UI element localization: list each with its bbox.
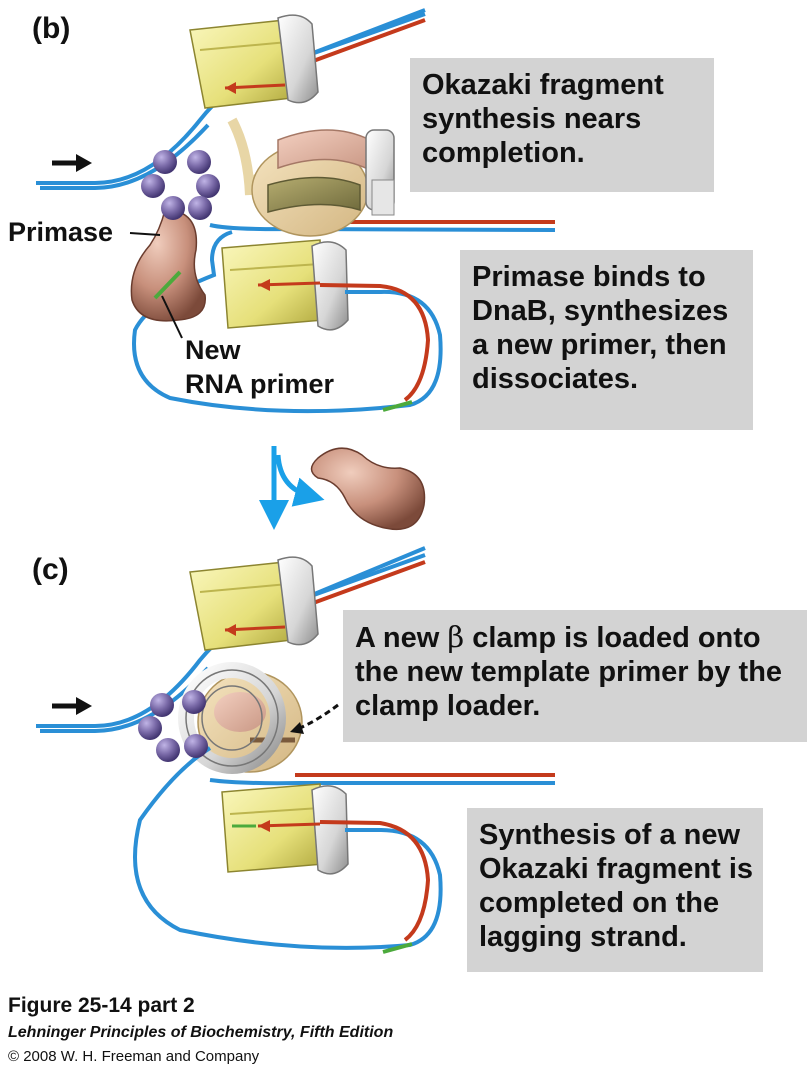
dnab-helicase-c: [138, 690, 208, 762]
primer-label-line1: New: [185, 335, 241, 365]
box-line: synthesis nears: [422, 103, 642, 135]
new-rna-primer: [153, 270, 182, 300]
box-line: Okazaki fragment: [422, 69, 664, 101]
primase-pointer: [129, 232, 161, 236]
panel-c-diagram: [36, 546, 555, 954]
box-line: lagging strand.: [479, 921, 687, 953]
leading-polymerase-c: [189, 556, 319, 651]
primer-pointer: [161, 295, 183, 339]
dissociated-primase: [310, 447, 426, 530]
panel-b-diagram: [36, 8, 556, 414]
copyright: © 2008 W. H. Freeman and Company: [8, 1048, 260, 1065]
box-line: Okazaki fragment is: [479, 853, 753, 885]
book-title: Lehninger Principles of Biochemistry, Fi…: [8, 1024, 394, 1041]
text-box-primase-binds: Primase binds to DnaB, synthesizes a new…: [460, 250, 753, 430]
clamp-loading-arrow: [299, 703, 339, 730]
transition-arrows: [259, 446, 426, 530]
lagging-polymerase-c: [221, 783, 349, 875]
box-text: clamp is loaded onto: [464, 622, 761, 654]
lagging-new-strand: [319, 283, 431, 402]
box-line: DnaB, synthesizes: [472, 295, 729, 327]
clamp-loader: [251, 129, 395, 237]
box-line: dissociates.: [472, 363, 639, 395]
leading-new-strand: [40, 123, 210, 190]
text-box-okazaki-nears: Okazaki fragment synthesis nears complet…: [410, 58, 714, 192]
text-box-synthesis-completed: Synthesis of a new Okazaki fragment is c…: [467, 808, 763, 972]
box-line: the new template primer by the: [355, 656, 783, 688]
box-line: completed on the: [479, 887, 720, 919]
dnab-helicase: [141, 150, 220, 220]
figure-number: Figure 25-14 part 2: [8, 994, 195, 1017]
box-line: Primase binds to: [472, 261, 706, 293]
beta-clamp: [178, 662, 286, 774]
lagging-template-loop: [132, 230, 443, 414]
box-line: clamp loader.: [355, 690, 541, 722]
primase: [130, 209, 206, 322]
box-line: completion.: [422, 137, 585, 169]
box-line: a new primer, then: [472, 329, 727, 361]
panel-c-label: (c): [32, 553, 69, 586]
text-box-beta-clamp: A new β clamp is loaded onto the new tem…: [343, 610, 807, 742]
beta-symbol: β: [447, 620, 465, 654]
box-text: A new: [355, 622, 448, 654]
lagging-polymerase: [221, 239, 349, 331]
panel-b-label: (b): [32, 12, 71, 45]
leading-polymerase: [189, 14, 319, 109]
box-line-1: A new β clamp is loaded onto: [355, 620, 795, 655]
primase-label: Primase: [8, 217, 114, 247]
box-line: Synthesis of a new: [479, 819, 741, 851]
primer-label-line2: RNA primer: [185, 369, 335, 399]
